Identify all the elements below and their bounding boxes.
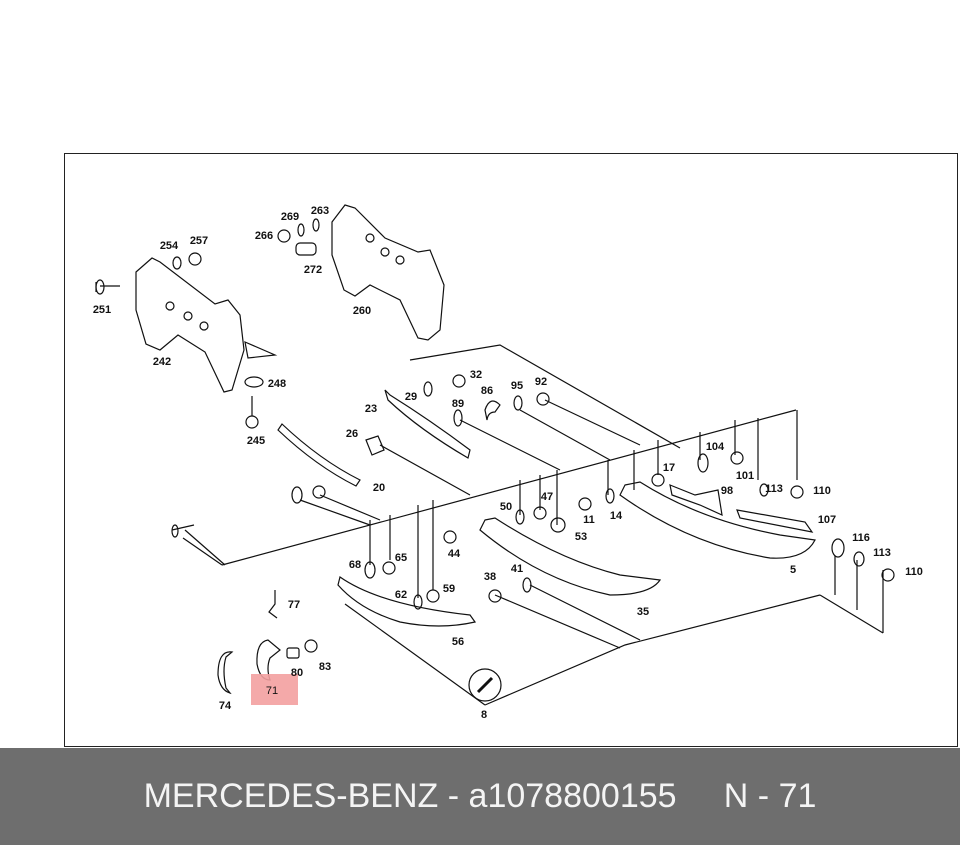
callout-label: 20 bbox=[373, 482, 385, 494]
callout-label: 44 bbox=[448, 548, 461, 560]
callout-label: 5 bbox=[790, 564, 796, 576]
callout-label: 47 bbox=[541, 491, 553, 503]
callout-label: 104 bbox=[706, 441, 725, 453]
callout-label: 107 bbox=[818, 514, 836, 526]
callout-label: 56 bbox=[452, 636, 464, 648]
callout-label: 116 bbox=[852, 532, 870, 544]
callout-label: 38 bbox=[484, 571, 496, 583]
callout-label: 80 bbox=[291, 667, 303, 679]
callout-label: 59 bbox=[443, 583, 455, 595]
position-label: N - 71 bbox=[723, 777, 817, 815]
callout-label: 254 bbox=[160, 240, 179, 252]
rail-56 bbox=[337, 576, 477, 627]
callout-label: 71 bbox=[266, 685, 278, 697]
callout-label: 245 bbox=[247, 435, 265, 447]
callout-label: 113 bbox=[873, 547, 891, 559]
callout-label: 50 bbox=[500, 501, 512, 513]
callout-label: 14 bbox=[610, 510, 623, 522]
callout-label: 110 bbox=[905, 566, 923, 578]
diagram-frame bbox=[64, 153, 958, 747]
assembly-outline bbox=[182, 344, 884, 706]
callout-label: 260 bbox=[353, 305, 371, 317]
callout-label: 74 bbox=[219, 700, 232, 712]
callout-label: 101 bbox=[736, 470, 754, 482]
callout-label: 68 bbox=[349, 559, 361, 571]
callout-label: 263 bbox=[311, 205, 329, 217]
part-number: a1078800155 bbox=[468, 777, 677, 815]
footer-bar: MERCEDES-BENZ - a1078800155 N - 71 bbox=[0, 748, 960, 845]
callout-label: 110 bbox=[813, 485, 831, 497]
callout-label: 62 bbox=[395, 589, 407, 601]
callout-label: 113 bbox=[765, 483, 783, 495]
callout-label: 95 bbox=[511, 380, 523, 392]
callout-label: 29 bbox=[405, 391, 417, 403]
callout-label: 266 bbox=[255, 230, 273, 242]
callout-label: 272 bbox=[304, 264, 322, 276]
callout-label: 98 bbox=[721, 485, 733, 497]
brand-name: MERCEDES-BENZ bbox=[143, 777, 439, 815]
highlight-box bbox=[251, 674, 298, 705]
callout-label: 53 bbox=[575, 531, 587, 543]
rail-35 bbox=[479, 517, 662, 596]
callout-label: 269 bbox=[281, 211, 299, 223]
callout-label: 17 bbox=[663, 462, 675, 474]
plate-242 bbox=[135, 257, 245, 393]
callout-label: 89 bbox=[452, 398, 464, 410]
callout-label: 23 bbox=[365, 403, 377, 415]
callout-label: 26 bbox=[346, 428, 358, 440]
callout-label: 8 bbox=[481, 709, 487, 721]
callout-label: 242 bbox=[153, 356, 171, 368]
callout-label: 65 bbox=[395, 552, 407, 564]
callout-label: 77 bbox=[288, 599, 300, 611]
callout-label: 92 bbox=[535, 376, 547, 388]
callout-label: 83 bbox=[319, 661, 331, 673]
callout-label: 86 bbox=[481, 385, 493, 397]
callout-label: 35 bbox=[637, 606, 649, 618]
callout-label: 32 bbox=[470, 369, 482, 381]
callout-label: 248 bbox=[268, 378, 286, 390]
callout-label: 257 bbox=[190, 235, 208, 247]
rail-5 bbox=[619, 481, 816, 559]
callout-label: 11 bbox=[583, 514, 595, 526]
plate-260 bbox=[331, 204, 445, 341]
wrench-icon bbox=[468, 668, 502, 702]
separator: - bbox=[447, 777, 460, 815]
callout-label: 251 bbox=[93, 304, 111, 316]
diagram-drawing bbox=[95, 204, 895, 706]
callout-label: 41 bbox=[511, 563, 523, 575]
